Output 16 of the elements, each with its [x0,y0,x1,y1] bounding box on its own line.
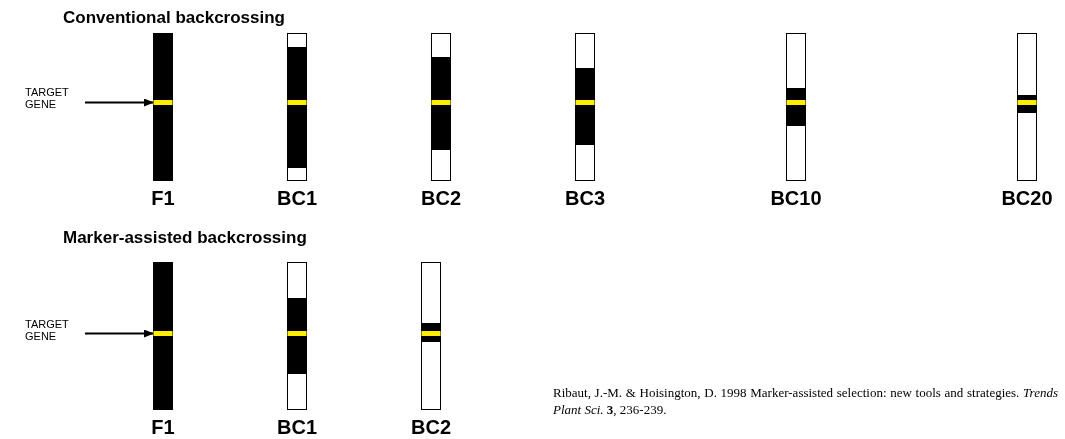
generation-label: F1 [151,416,175,438]
citation: Ribaut, J.-M. & Hoisington, D. 1998 Marker-assisted selection: new tools and strategies. Trends Plant Sci. 3, 236-239. [553,384,1058,418]
generation-label: BC3 [565,187,605,209]
arrow [84,329,154,338]
generation-label: BC2 [421,187,461,209]
gene-label: TARGET GENE [25,318,85,342]
generation-label: BC10 [770,187,822,209]
generation-label: BC20 [1001,187,1053,209]
section-title: Conventional backcrossing [63,8,285,28]
gene-label: TARGET GENE [25,86,85,110]
section-title: Marker-assisted backcrossing [63,228,307,248]
generation-label: F1 [151,187,175,209]
arrow [84,98,154,107]
generation-label: BC1 [277,416,317,438]
generation-label: BC2 [411,416,451,438]
generation-label: BC1 [277,187,317,209]
